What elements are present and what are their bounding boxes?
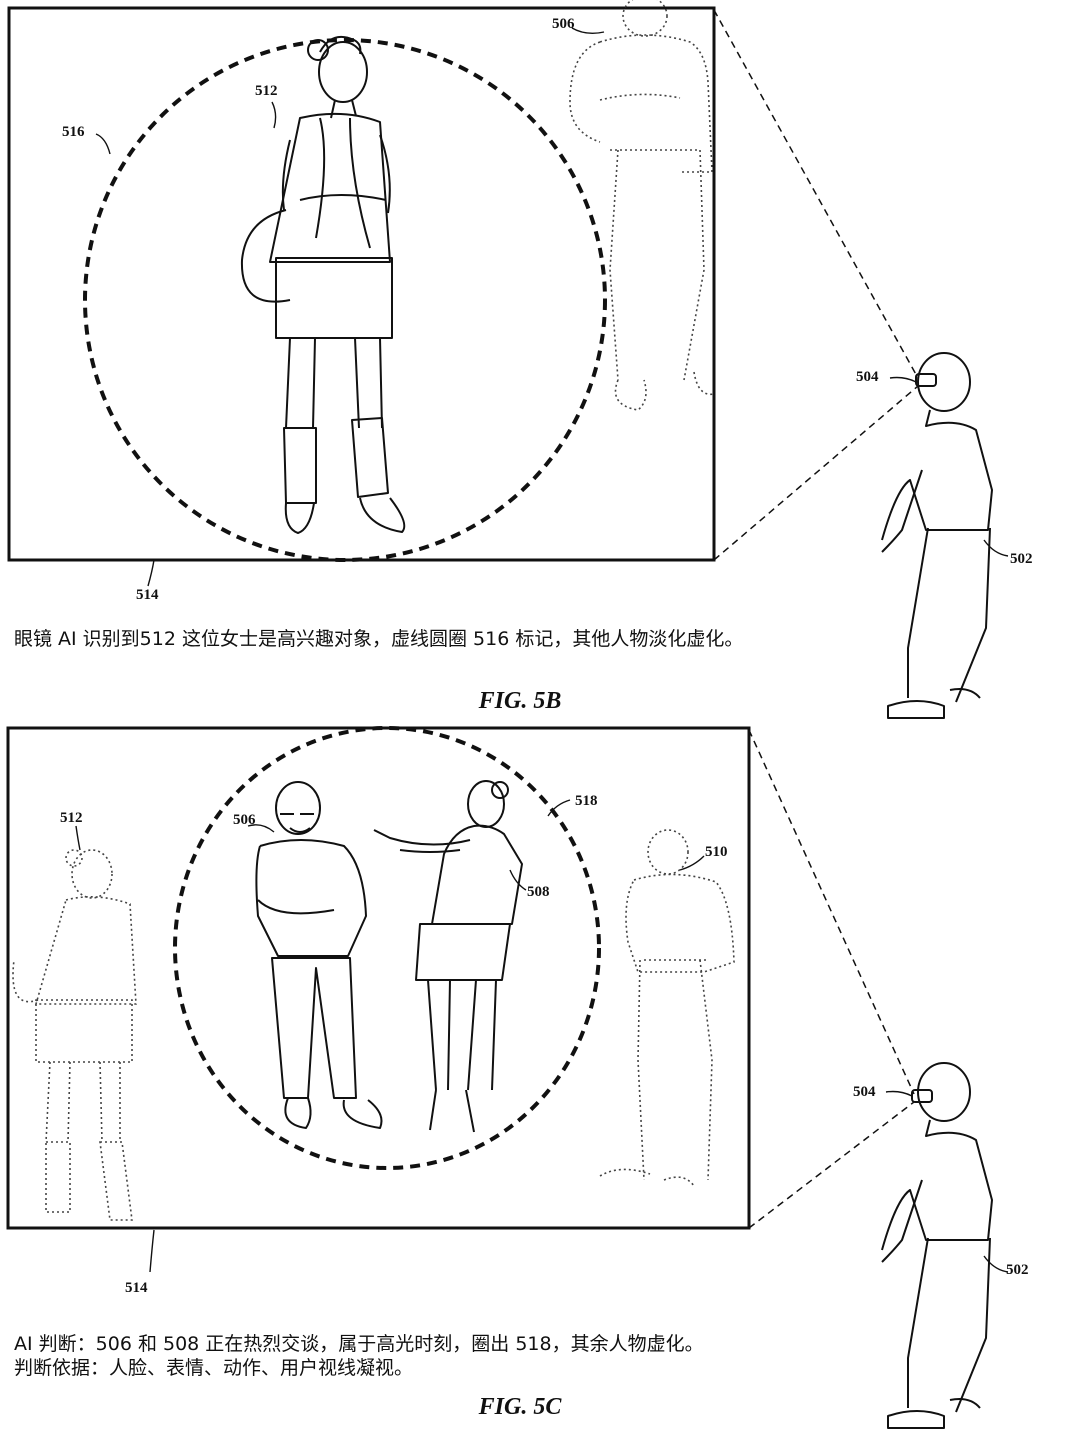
leader-512-c <box>75 825 81 851</box>
person-506-faded-b <box>569 0 715 411</box>
viewer-502-c <box>881 1062 993 1429</box>
leader-504-c <box>885 1090 913 1097</box>
leader-502-c <box>983 1255 1009 1273</box>
ref-label-504-b: 504 <box>856 369 879 385</box>
display-frame-514-c <box>6 726 751 1230</box>
panel-fig-5c: 512 506 518 508 510 514 504 502 <box>6 726 1029 1429</box>
caption-5c-line1: AI 判断：506 和 508 正在热烈交谈，属于高光时刻，圈出 518，其余人… <box>14 1333 704 1355</box>
sight-line-bottom-c <box>748 1101 915 1229</box>
ref-label-512-b: 512 <box>255 83 278 99</box>
leader-504-b <box>889 376 917 383</box>
person-512-faded-c <box>12 849 137 1221</box>
ref-label-504-c: 504 <box>853 1084 876 1100</box>
sight-line-bottom-b <box>713 385 919 561</box>
ref-label-502-c: 502 <box>1006 1262 1029 1278</box>
figure-label-5b: FIG. 5B <box>478 688 562 714</box>
figure-label-5c: FIG. 5C <box>478 1394 562 1420</box>
sight-line-top-b <box>713 9 919 379</box>
panel-fig-5b: 506 512 516 514 504 502 <box>7 0 1033 719</box>
viewer-502-b <box>881 352 993 719</box>
sight-line-top-c <box>748 729 915 1095</box>
caption-5b: 眼镜 AI 识别到512 这位女士是高兴趣对象，虚线圆圈 516 标记，其他人物… <box>14 628 744 650</box>
ref-label-516: 516 <box>62 124 85 140</box>
leader-514-c <box>149 1229 155 1273</box>
leader-512-b <box>271 101 277 129</box>
person-508-focused <box>373 780 523 1133</box>
person-506-focused <box>255 781 383 1129</box>
highlight-circle-518 <box>173 726 601 1170</box>
ref-label-512-c: 512 <box>60 810 83 826</box>
person-510-faded <box>599 829 735 1187</box>
ref-label-508: 508 <box>527 884 550 900</box>
caption-5c-line2: 判断依据：人脸、表情、动作、用户视线凝视。 <box>14 1357 414 1379</box>
leader-516 <box>95 133 111 155</box>
leader-506-c <box>247 824 275 833</box>
ref-label-514-c: 514 <box>125 1280 148 1296</box>
ref-label-514-b: 514 <box>136 587 159 603</box>
leader-508 <box>509 869 527 891</box>
highlight-circle-516 <box>83 38 607 562</box>
leader-506-b <box>571 27 605 35</box>
leader-510 <box>679 855 705 871</box>
person-512-woman-focused <box>240 36 406 534</box>
ref-label-502-b: 502 <box>1010 551 1033 567</box>
ref-label-506-c: 506 <box>233 812 256 828</box>
ref-label-518: 518 <box>575 793 598 809</box>
leader-518 <box>547 799 571 817</box>
leader-514-b <box>147 559 155 587</box>
ref-label-506-b: 506 <box>552 16 575 32</box>
ref-label-510: 510 <box>705 844 728 860</box>
leader-502-b <box>983 539 1009 557</box>
